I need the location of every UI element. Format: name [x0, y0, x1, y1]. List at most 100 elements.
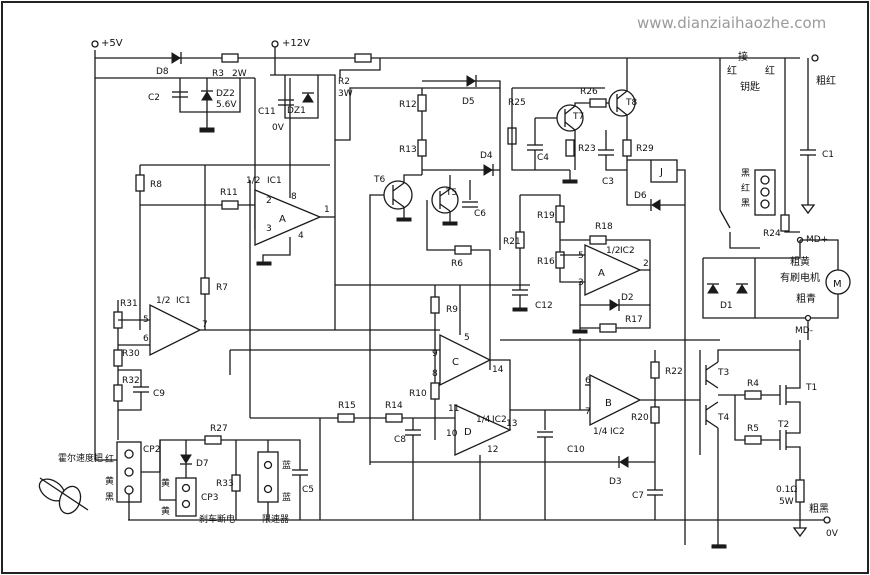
ic2-b-pin7: 7 — [585, 407, 591, 417]
cp3-label: CP3 — [201, 493, 218, 503]
zero-v-label-a: 0V — [272, 123, 285, 133]
r8-label: R8 — [150, 180, 162, 190]
speed-limit-connector — [257, 451, 279, 503]
connector-black1: 黑 — [741, 168, 750, 179]
c3-label: C3 — [602, 177, 614, 187]
c12-label: C12 — [535, 301, 553, 311]
r17-label: R17 — [625, 315, 643, 325]
ic2-a-name: IC2 — [620, 246, 635, 256]
r13-resistor — [417, 139, 427, 157]
r27-resistor — [204, 435, 222, 445]
gnd-c1 — [800, 204, 816, 215]
cp2-label: CP2 — [143, 445, 160, 455]
r29-resistor — [622, 139, 632, 157]
ic2-b-pin6: 6 — [585, 376, 591, 386]
throttle-handle-icon — [38, 477, 89, 515]
r18-label: R18 — [595, 222, 613, 232]
dz1-label: DZ1 — [287, 106, 306, 116]
battery-minus-terminal — [823, 516, 831, 524]
c7-label: C7 — [632, 491, 644, 501]
r2-resistor — [354, 53, 372, 63]
c2-capacitor — [172, 91, 188, 98]
t5-label: T5 — [445, 188, 457, 198]
t3-label: T3 — [717, 368, 729, 378]
battery-plus-terminal — [811, 54, 819, 62]
ic1-a-pin4: 4 — [298, 231, 304, 241]
r22-resistor — [650, 361, 660, 379]
r3-label: R3 — [212, 69, 224, 79]
throttle-name: 霍尔速度把 — [58, 452, 103, 464]
connector-red: 红 — [741, 182, 750, 194]
motor-m: M — [833, 279, 842, 290]
motor-wire-bottom: 粗青 — [796, 292, 816, 305]
ic2-c-pin5: 5 — [464, 333, 470, 343]
gnd-ic1a — [256, 261, 272, 266]
brake-label: 刹车断电 — [199, 513, 235, 525]
ic2-d-name: IC2 — [492, 415, 507, 425]
r14-resistor — [385, 413, 403, 423]
key-yaoshi: 钥匙 — [740, 80, 760, 93]
r9-label: R9 — [446, 305, 458, 315]
r2-label: R2 — [338, 77, 350, 87]
gnd-c2 — [199, 127, 215, 133]
r15-label: R15 — [338, 401, 356, 411]
ic1-b-opamp — [149, 303, 202, 357]
ic2-d-pin12: 12 — [487, 445, 498, 455]
r23-label: R23 — [578, 144, 596, 154]
speed-limit-blue2: 蓝 — [282, 491, 291, 503]
r9-resistor — [430, 296, 440, 314]
dz2-label: DZ2 — [216, 89, 235, 99]
ic2-c-opamp: C — [439, 333, 492, 387]
ic1-a-opamp: A — [254, 189, 322, 246]
r31-label: R31 — [120, 299, 138, 309]
t4-label: T4 — [717, 413, 729, 423]
c9-label: C9 — [153, 389, 165, 399]
r21-resistor — [515, 231, 525, 249]
r26-resistor — [589, 98, 607, 108]
md-minus-terminal — [804, 314, 812, 322]
brake-yellow1: 黄 — [161, 477, 170, 489]
r10-label: R10 — [409, 389, 427, 399]
r12-label: R12 — [399, 100, 417, 110]
ic2-d-pin13: 13 — [506, 419, 517, 429]
ic1-b-pin6: 6 — [143, 334, 149, 344]
r14-label: R14 — [385, 401, 403, 411]
r24-resistor — [780, 214, 790, 232]
t7-label: T7 — [572, 112, 584, 122]
t3-transistor — [705, 361, 719, 389]
r5-label: R5 — [747, 424, 759, 434]
d2-diode — [609, 299, 620, 311]
c6-label: C6 — [474, 209, 486, 219]
ic2-a-pin2: 2 — [643, 259, 649, 269]
svg-text:D: D — [464, 427, 472, 438]
d8-diode — [171, 52, 182, 64]
r16-label: R16 — [537, 257, 555, 267]
t1-mosfet — [779, 340, 801, 415]
r19-label: R19 — [537, 211, 555, 221]
gnd-t7 — [562, 179, 578, 184]
c10-label: C10 — [567, 445, 585, 455]
t2-mosfet — [779, 415, 801, 480]
cp3-connector — [175, 477, 197, 517]
key-hong-right: 红 — [765, 64, 775, 77]
r5-resistor — [744, 435, 762, 445]
r7-resistor — [200, 277, 210, 295]
r3-resistor — [221, 53, 239, 63]
t8-label: T8 — [625, 98, 637, 108]
ic2-a-pin3: 3 — [578, 278, 584, 288]
ic2-a-label: 1/2 — [606, 246, 620, 256]
r4-resistor — [744, 390, 762, 400]
shunt-value: 0.1Ω — [776, 485, 797, 495]
ic2-c-pin9: 9 — [432, 349, 438, 359]
r3-rating: 2W — [232, 69, 247, 79]
gnd-ic2a — [572, 329, 588, 334]
ic2-d-pin11: 11 — [448, 404, 459, 414]
r24-label: R24 — [763, 229, 781, 239]
r32-resistor — [113, 384, 123, 402]
relay-label: J — [659, 167, 663, 178]
ic2-c-pin14: 14 — [492, 365, 504, 375]
ic1-a-pin3: 3 — [266, 224, 272, 234]
ic1-a-name: IC1 — [267, 176, 282, 186]
c8-label: C8 — [394, 435, 406, 445]
